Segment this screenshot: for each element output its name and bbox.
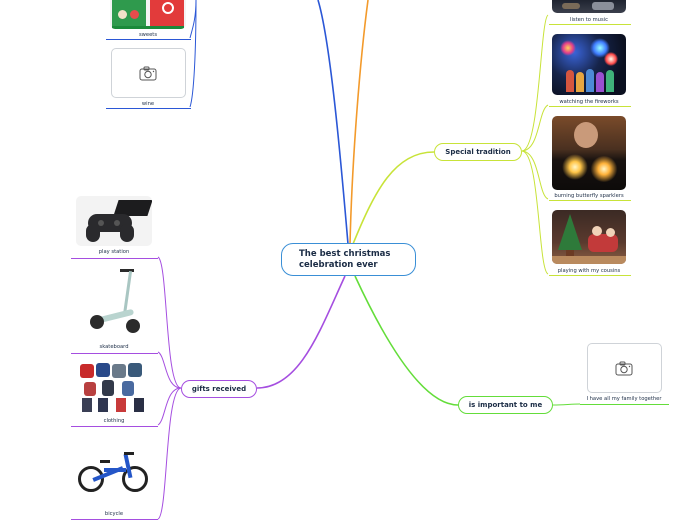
leaf-caption: listen to music bbox=[570, 17, 608, 23]
leaf-skateboard[interactable]: skateboard bbox=[74, 265, 154, 353]
leaf-underline bbox=[549, 200, 631, 201]
topic-special-tradition[interactable]: Special tradition bbox=[434, 143, 522, 161]
link-sweets bbox=[189, 0, 197, 39]
leaf-playing-with-cousins[interactable]: playing with my cousins bbox=[549, 210, 629, 275]
central-topic-line2: celebration ever bbox=[299, 260, 378, 270]
central-topic-line1: The best christmas bbox=[299, 249, 391, 259]
branch-line-yellow bbox=[352, 151, 435, 245]
family-image-placeholder bbox=[586, 343, 662, 393]
leaf-underline bbox=[106, 108, 191, 109]
leaf-sweets[interactable]: sweets bbox=[108, 0, 188, 39]
leaf-listen-to-music[interactable]: listen to music bbox=[549, 0, 629, 24]
sweets-image bbox=[110, 0, 186, 29]
bicycle-image bbox=[76, 432, 152, 508]
branch-line-orange bbox=[349, 0, 369, 245]
link-clothing bbox=[157, 387, 182, 426]
fireworks-image bbox=[552, 34, 626, 95]
link-cousins bbox=[521, 150, 549, 275]
link-family bbox=[552, 403, 581, 406]
link-sparklers bbox=[521, 150, 549, 200]
leaf-underline bbox=[549, 275, 631, 276]
leaf-caption: sweets bbox=[138, 32, 158, 38]
listen-to-music-image bbox=[552, 0, 626, 13]
leaf-underline bbox=[71, 426, 158, 427]
leaf-caption: wine bbox=[141, 101, 155, 107]
leaf-underline bbox=[549, 24, 631, 25]
leaf-bicycle[interactable]: bicycle bbox=[74, 432, 154, 519]
topic-important-to-me[interactable]: is important to me bbox=[458, 396, 553, 414]
leaf-clothing[interactable]: clothing bbox=[74, 360, 154, 426]
leaf-burning-sparklers[interactable]: burning butterfly sparklers bbox=[549, 116, 629, 200]
camera-icon bbox=[139, 66, 157, 80]
topic-gifts-received[interactable]: gifts received bbox=[181, 380, 257, 398]
leaf-underline bbox=[549, 106, 631, 107]
leaf-caption: play station bbox=[98, 249, 130, 255]
cousins-image bbox=[552, 210, 626, 264]
branch-line-green bbox=[354, 275, 459, 406]
leaf-family-together[interactable]: I have all my family together bbox=[581, 343, 667, 404]
branch-line-purple bbox=[256, 275, 346, 389]
leaf-underline bbox=[71, 353, 158, 354]
leaf-caption: skateboard bbox=[99, 344, 129, 350]
link-listen bbox=[521, 14, 549, 152]
skateboard-image bbox=[76, 265, 152, 341]
link-fireworks bbox=[521, 104, 549, 152]
leaf-underline bbox=[71, 258, 158, 259]
camera-icon bbox=[615, 361, 633, 375]
link-playstation bbox=[157, 256, 182, 389]
link-skateboard bbox=[157, 351, 182, 389]
link-bicycle bbox=[157, 387, 182, 520]
leaf-watching-fireworks[interactable]: watching the fireworks bbox=[549, 34, 629, 106]
leaf-caption: bicycle bbox=[104, 511, 124, 517]
leaf-caption: I have all my family together bbox=[586, 396, 662, 402]
branch-line-blue bbox=[317, 0, 349, 245]
play-station-image bbox=[76, 196, 152, 246]
leaf-caption: burning butterfly sparklers bbox=[554, 193, 624, 199]
clothing-image bbox=[76, 360, 152, 415]
wine-image-placeholder bbox=[110, 48, 186, 98]
leaf-play-station[interactable]: play station bbox=[74, 196, 154, 258]
central-topic[interactable]: The best christmas celebration ever bbox=[281, 243, 416, 276]
leaf-caption: watching the fireworks bbox=[559, 99, 619, 105]
leaf-underline bbox=[106, 39, 191, 40]
leaf-caption: playing with my cousins bbox=[557, 268, 621, 274]
leaf-underline bbox=[580, 404, 669, 405]
link-wine bbox=[189, 0, 197, 108]
leaf-wine[interactable]: wine bbox=[108, 48, 188, 107]
leaf-caption: clothing bbox=[103, 418, 125, 424]
sparklers-image bbox=[552, 116, 626, 190]
